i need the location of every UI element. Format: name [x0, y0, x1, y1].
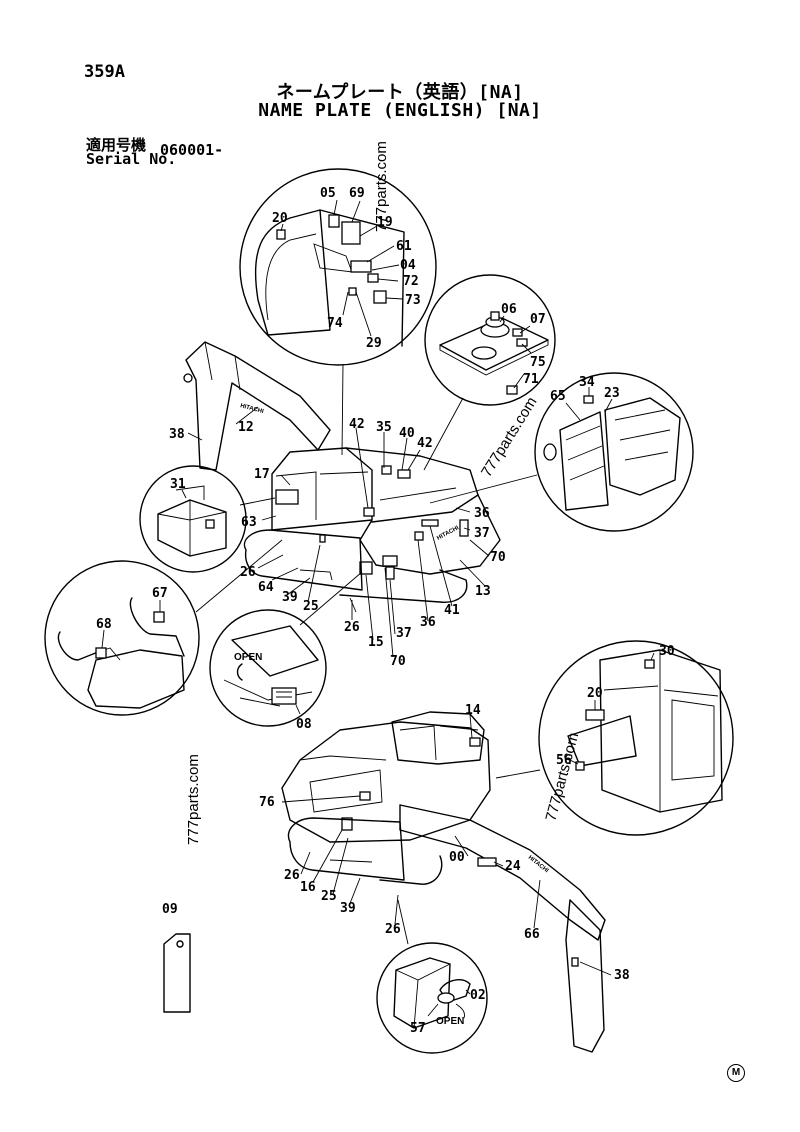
- battery-box-detail-circle: 31: [139, 465, 247, 573]
- part-label-02: 02: [470, 988, 486, 1003]
- part-label-19: 19: [377, 215, 393, 230]
- part-label-25: 25: [303, 599, 319, 614]
- serial-label-english: Serial No.: [86, 150, 177, 168]
- part-label-67: 67: [152, 586, 168, 601]
- cab-interior-detail-circle: 05 69 20 19 61 04 72 73 74 29: [239, 168, 437, 366]
- hitachi-brand-counterweight: HITACHI: [436, 525, 460, 542]
- hitachi-brand-boom-upper: HITACHI: [239, 403, 264, 415]
- part-label-70: 70: [490, 550, 506, 565]
- part-label-14: 14: [465, 703, 481, 718]
- part-label-40: 40: [399, 426, 415, 441]
- part-label-72: 72: [403, 274, 419, 289]
- serial-number-value: 060001-: [160, 141, 224, 159]
- part-label-20-b: 20: [587, 686, 603, 701]
- leader-fuse-box: [299, 571, 363, 626]
- part-label-34: 34: [579, 375, 595, 390]
- part-label-64: 64: [258, 580, 274, 595]
- part-label-71: 71: [523, 372, 539, 387]
- part-label-31: 31: [170, 477, 186, 492]
- part-label-26-c: 26: [284, 868, 300, 883]
- open-label-lower: OPEN: [436, 1016, 464, 1027]
- part-label-24: 24: [505, 859, 521, 874]
- watermark-middle: 777parts.com: [478, 394, 541, 480]
- part-label-20: 20: [272, 211, 288, 226]
- part-label-41: 41: [444, 603, 460, 618]
- part-label-39: 39: [282, 590, 298, 605]
- part-label-15: 15: [368, 635, 384, 650]
- open-label-upper: OPEN: [234, 652, 262, 663]
- part-label-00: 00: [449, 850, 465, 865]
- control-lever-detail-circle: 68 67: [44, 560, 200, 716]
- swing-frame-detail-circle: 06 07 75 71: [424, 274, 556, 406]
- part-label-25-b: 25: [321, 889, 337, 904]
- part-label-26-b: 26: [240, 565, 256, 580]
- part-label-08: 08: [296, 717, 312, 732]
- leader-cab-interior: [341, 363, 344, 456]
- part-label-09: 09: [162, 902, 178, 917]
- watermark-right: 777parts.com: [542, 731, 582, 823]
- part-label-06: 06: [501, 302, 517, 317]
- corner-mark: M: [727, 1064, 745, 1082]
- hitachi-brand-boom-lower: HITACHI: [527, 855, 550, 875]
- part-label-26-d: 26: [385, 922, 401, 937]
- part-label-39-b: 39: [340, 901, 356, 916]
- part-label-75: 75: [530, 355, 546, 370]
- tag-item-09: 09: [162, 902, 191, 1013]
- part-label-56: 56: [556, 753, 572, 768]
- page-code: 359A: [84, 62, 125, 82]
- part-label-37-b: 37: [396, 626, 412, 641]
- part-label-73: 73: [405, 293, 421, 308]
- part-label-38: 38: [169, 427, 185, 442]
- watermark-left: 777parts.com: [185, 754, 202, 845]
- part-label-61: 61: [396, 239, 412, 254]
- part-label-17: 17: [254, 467, 270, 482]
- part-label-66: 66: [524, 927, 540, 942]
- part-label-29: 29: [366, 336, 382, 351]
- leader-engine: [429, 474, 538, 504]
- part-label-57: 57: [410, 1021, 426, 1036]
- watermark-top: 777parts.com: [373, 141, 390, 232]
- leader-fuel-cap: [397, 899, 409, 945]
- part-label-68: 68: [96, 617, 112, 632]
- part-label-70-b: 70: [390, 654, 406, 669]
- part-label-69: 69: [349, 186, 365, 201]
- part-label-30: 30: [659, 644, 675, 659]
- leader-swing-frame: [423, 397, 464, 471]
- cab-right-interior-detail-circle: 30 20 56: [538, 640, 734, 836]
- part-label-36: 36: [474, 506, 490, 521]
- fuel-cap-detail-circle: 02 57 OPEN: [376, 942, 488, 1054]
- fuse-box-detail-circle: OPEN 08: [209, 609, 327, 732]
- part-label-36-b: 36: [420, 615, 436, 630]
- part-label-05: 05: [320, 186, 336, 201]
- part-label-23: 23: [604, 386, 620, 401]
- part-label-42-b: 42: [417, 436, 433, 451]
- title-japanese: ネームプレート（英語）[NA]: [276, 82, 524, 103]
- part-label-26: 26: [344, 620, 360, 635]
- part-label-38-b: 38: [614, 968, 630, 983]
- part-label-65: 65: [550, 389, 566, 404]
- main-excavator-upper-view: HITACHI HITACHI: [169, 341, 506, 669]
- leader-control-lever: [195, 539, 283, 613]
- part-label-13: 13: [475, 584, 491, 599]
- part-label-35: 35: [376, 420, 392, 435]
- part-label-42: 42: [349, 417, 365, 432]
- engine-detail-circle: 34 23 65: [534, 372, 694, 532]
- title-english: NAME PLATE (ENGLISH) [NA]: [258, 100, 542, 121]
- leader-battery: [239, 497, 276, 506]
- part-label-63: 63: [241, 515, 257, 530]
- part-label-16: 16: [300, 880, 316, 895]
- part-label-37: 37: [474, 526, 490, 541]
- part-label-07: 07: [530, 312, 546, 327]
- part-label-76: 76: [259, 795, 275, 810]
- part-label-04: 04: [400, 258, 416, 273]
- part-label-12: 12: [238, 420, 254, 435]
- serial-label-japanese: 適用号機: [86, 136, 147, 154]
- leader-cab-right: [495, 769, 541, 779]
- part-label-74: 74: [327, 316, 343, 331]
